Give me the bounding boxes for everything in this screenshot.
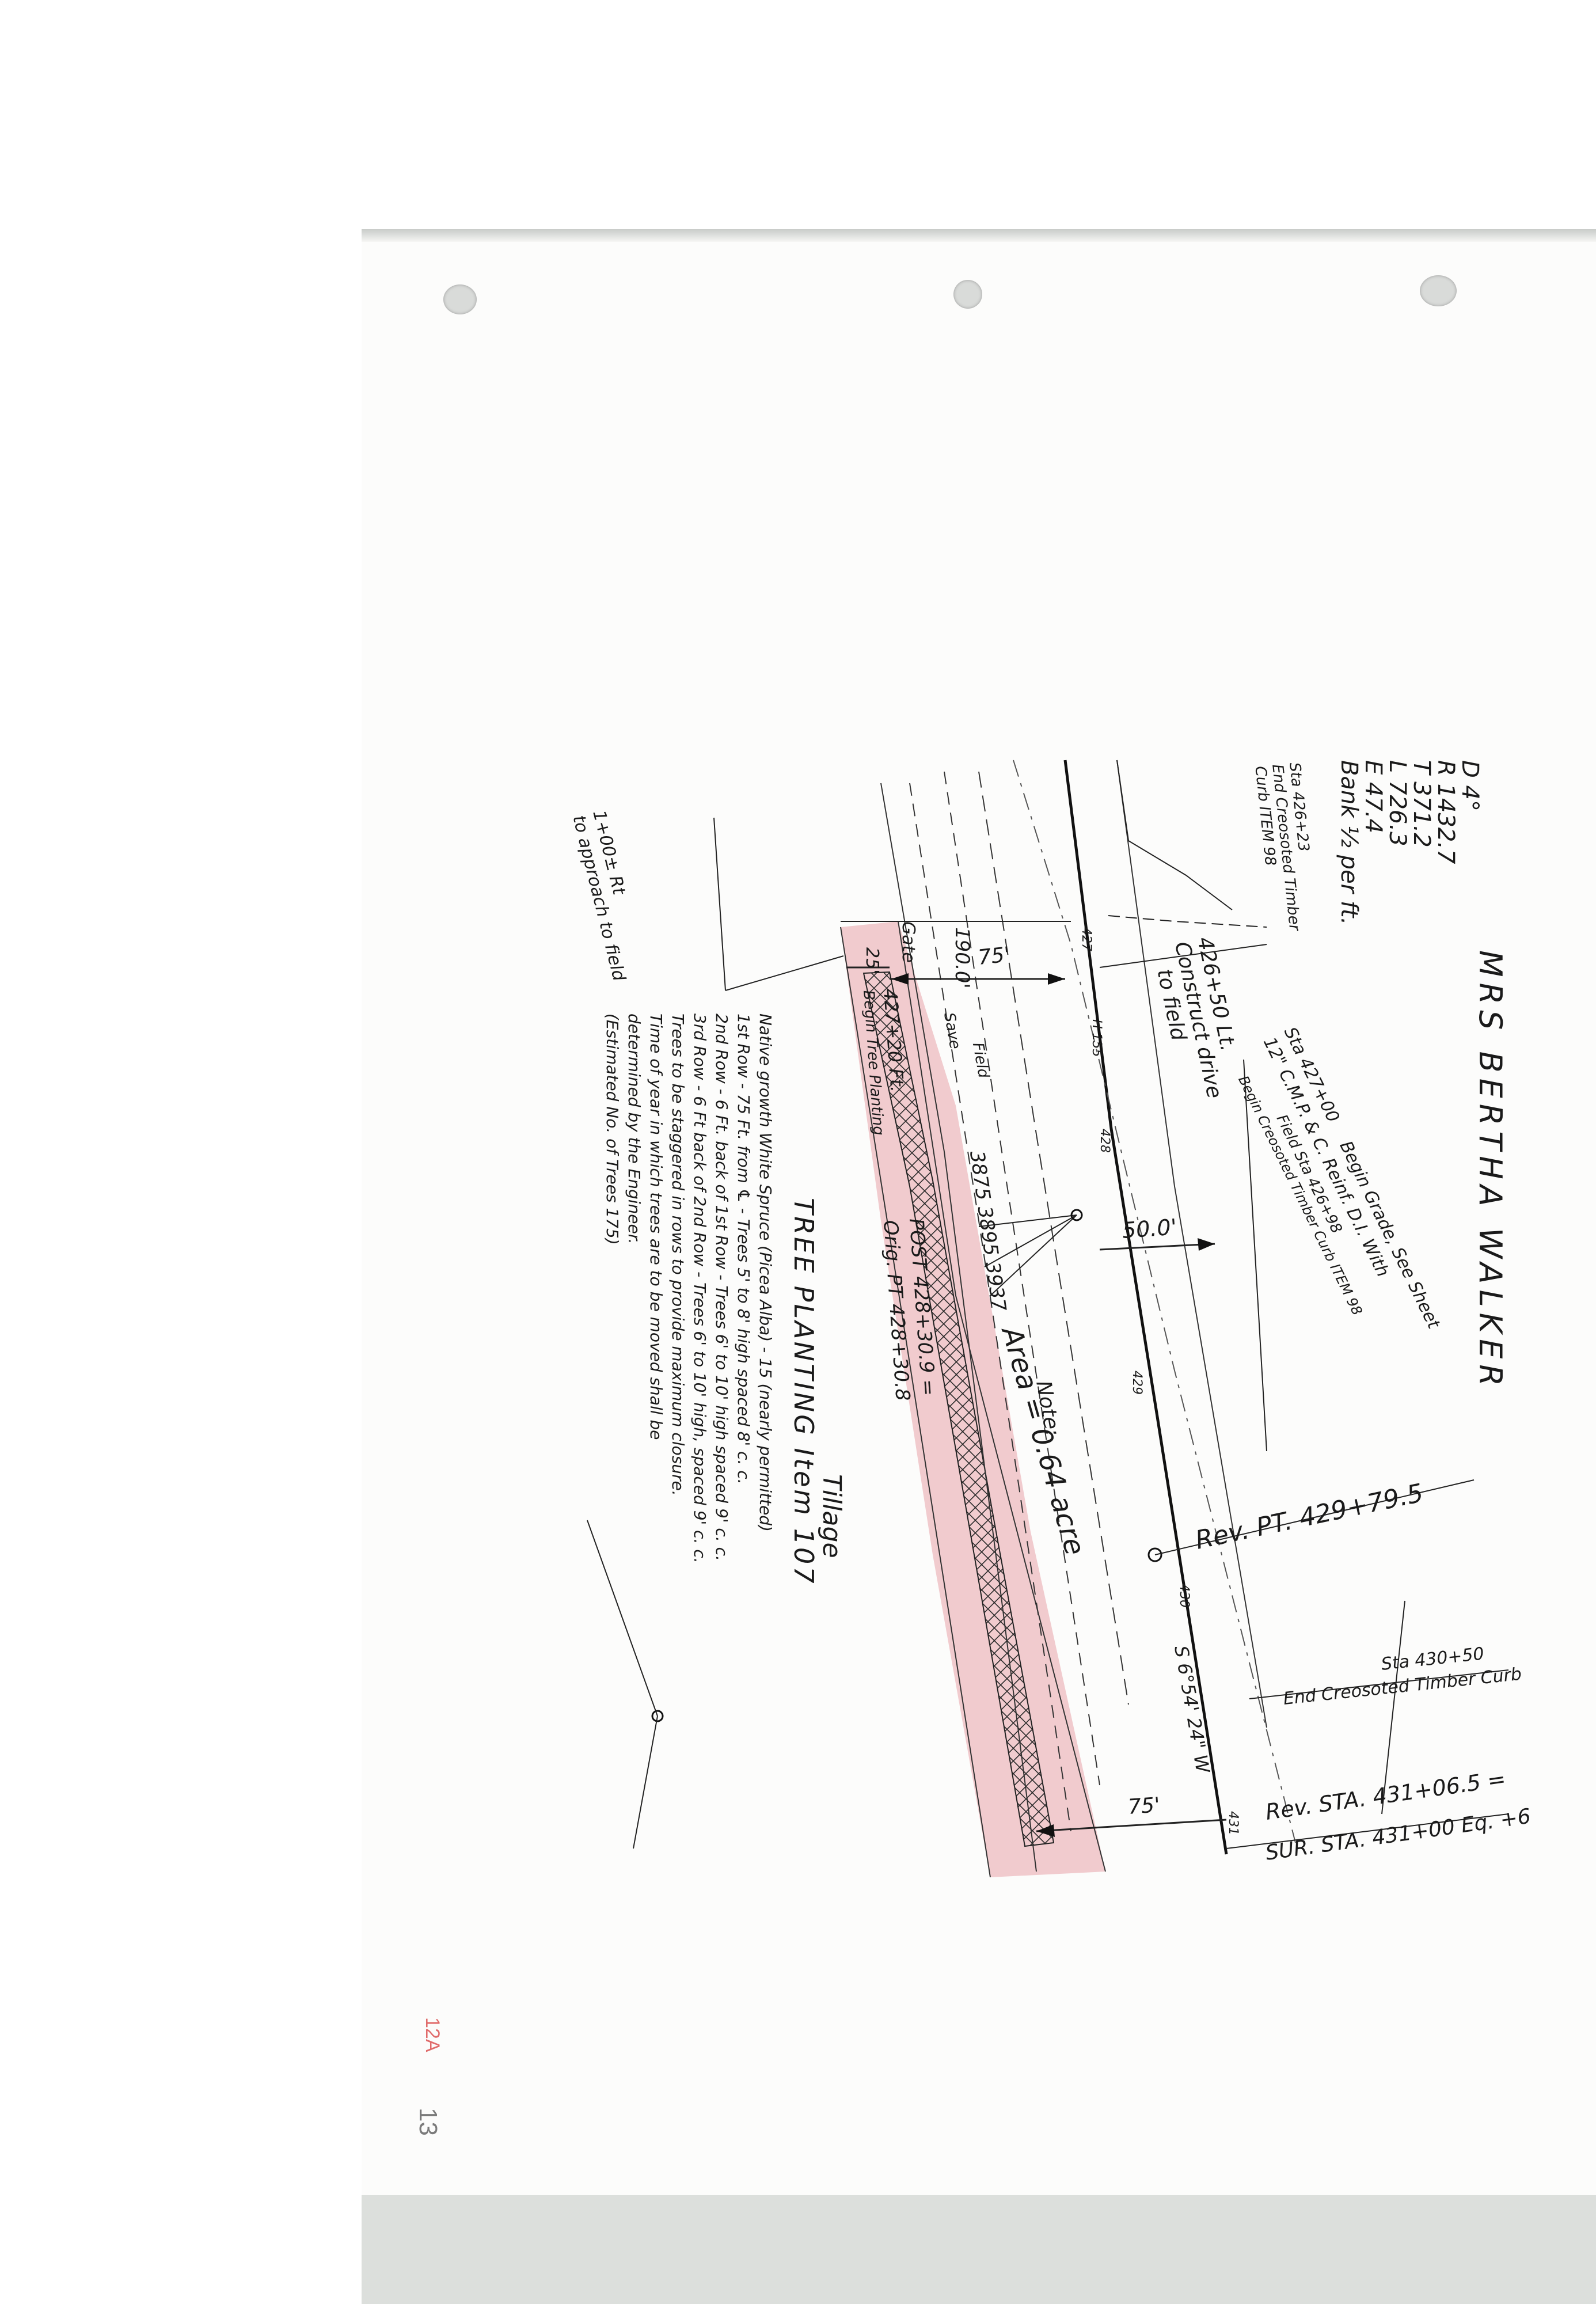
arrowhead <box>1048 973 1065 985</box>
sheet-top-edge <box>362 229 1596 242</box>
leader-line <box>1099 944 1267 968</box>
station-tick-427: 427 <box>1079 927 1093 951</box>
road-edge-right <box>1116 760 1267 1728</box>
arrowhead <box>891 973 909 985</box>
save-label: Save <box>940 1011 964 1050</box>
leader-line <box>978 1214 1077 1227</box>
curve-l: L 726.3 <box>1384 760 1411 847</box>
arrowhead <box>1198 1238 1215 1251</box>
drive-line <box>1108 915 1267 928</box>
scanner-background <box>362 2195 1596 2304</box>
row-line-2 <box>909 783 1071 1832</box>
page-number-red: 12A <box>421 2017 443 2052</box>
leader-line <box>984 1214 1077 1267</box>
bearing-label: S 6°54' 24" W <box>1170 1644 1214 1775</box>
punch-hole-middle <box>953 280 982 309</box>
curve-r: R 1432.7 <box>1432 760 1459 864</box>
row-line-5 <box>898 921 1106 1872</box>
station-marker <box>651 1710 664 1722</box>
station-tick-428: 428 <box>1097 1129 1112 1153</box>
leader-line <box>587 1520 658 1717</box>
tree-planting-line-2: 1st Row - 75 Ft. from ℄ - Trees 5' to 8'… <box>734 1014 753 1485</box>
station-tick-429: 429 <box>1130 1371 1144 1395</box>
leader-line <box>1243 1059 1267 1452</box>
tree-planting-line-7: determined by the Engineer. <box>625 1014 644 1244</box>
property-line <box>1013 760 1296 1843</box>
curve-t: T 371.2 <box>1408 760 1435 848</box>
tree-planting-line-5: Trees to be staggered in rows to provide… <box>668 1014 687 1496</box>
row-line-4 <box>840 927 991 1878</box>
punch-hole-left <box>443 284 477 314</box>
punch-hole-right <box>1420 275 1457 306</box>
leader-line <box>1226 1813 1509 1849</box>
dim-75-bottom-label: 75' <box>1127 1793 1161 1819</box>
curve-d: D 4° <box>1457 760 1483 811</box>
dim-75-bottom-line <box>1036 1819 1227 1832</box>
curve-bank: Bank ½ per ft. <box>1336 760 1362 925</box>
page-number: 13 <box>414 2108 442 2136</box>
crosshatch-strip <box>862 971 1055 1847</box>
road-centerline <box>1063 760 1228 1855</box>
dim-190-label: 190.0' <box>951 927 974 989</box>
row-line-3 <box>880 783 1037 1872</box>
tree-planting-line-3: 2nd Row - 6 Ft. back of 1st Row - Trees … <box>712 1014 731 1561</box>
leader-line <box>1154 1479 1475 1555</box>
gate-label: Gate <box>898 921 918 963</box>
dim-25-label: 25' <box>862 947 882 974</box>
leader-line <box>1381 1600 1405 1815</box>
station-tick-155: H 155 <box>1089 1019 1104 1057</box>
owner-title: MRS BERTHA WALKER <box>1472 950 1508 1392</box>
tree-planting-line-8: (Estimated No. of Trees 175) <box>603 1014 622 1245</box>
station-marker <box>1070 1209 1083 1221</box>
rev-pt-label: Rev. PT. 429+79.5 <box>1193 1478 1426 1555</box>
road-edge-left <box>978 771 1129 1705</box>
tillage-label: Tillage <box>817 1474 846 1558</box>
leader-line <box>990 1214 1077 1296</box>
arrowhead <box>1036 1824 1055 1837</box>
leader-line <box>725 955 844 991</box>
tree-planting-line-4: 3rd Row - 6 Ft back of 2nd Row - Trees 6… <box>690 1014 709 1563</box>
tree-planting-line-1: Native growth White Spruce (Picea Alba) … <box>756 1014 775 1532</box>
dim-50-line <box>1099 1243 1215 1251</box>
leader-line <box>713 817 726 991</box>
tree-planting-title: TREE PLANTING Item 107 <box>788 1198 819 1586</box>
leader-line <box>1249 1669 1509 1699</box>
dim-50-label: 50.0' <box>1122 1214 1178 1243</box>
leader-line <box>633 1715 658 1849</box>
dim-75-top-label: 75' <box>977 943 1012 970</box>
station-marker <box>1147 1547 1162 1562</box>
station-tick-431: 431 <box>1226 1811 1240 1835</box>
row-line-1 <box>944 771 1100 1786</box>
field-label: Field <box>969 1041 992 1080</box>
tree-planting-line-6: Time of year in which trees are to be mo… <box>647 1014 666 1440</box>
road-corner <box>1116 760 1233 910</box>
station-tick-430: 430 <box>1177 1584 1191 1608</box>
curve-e: E 47.4 <box>1360 760 1386 833</box>
